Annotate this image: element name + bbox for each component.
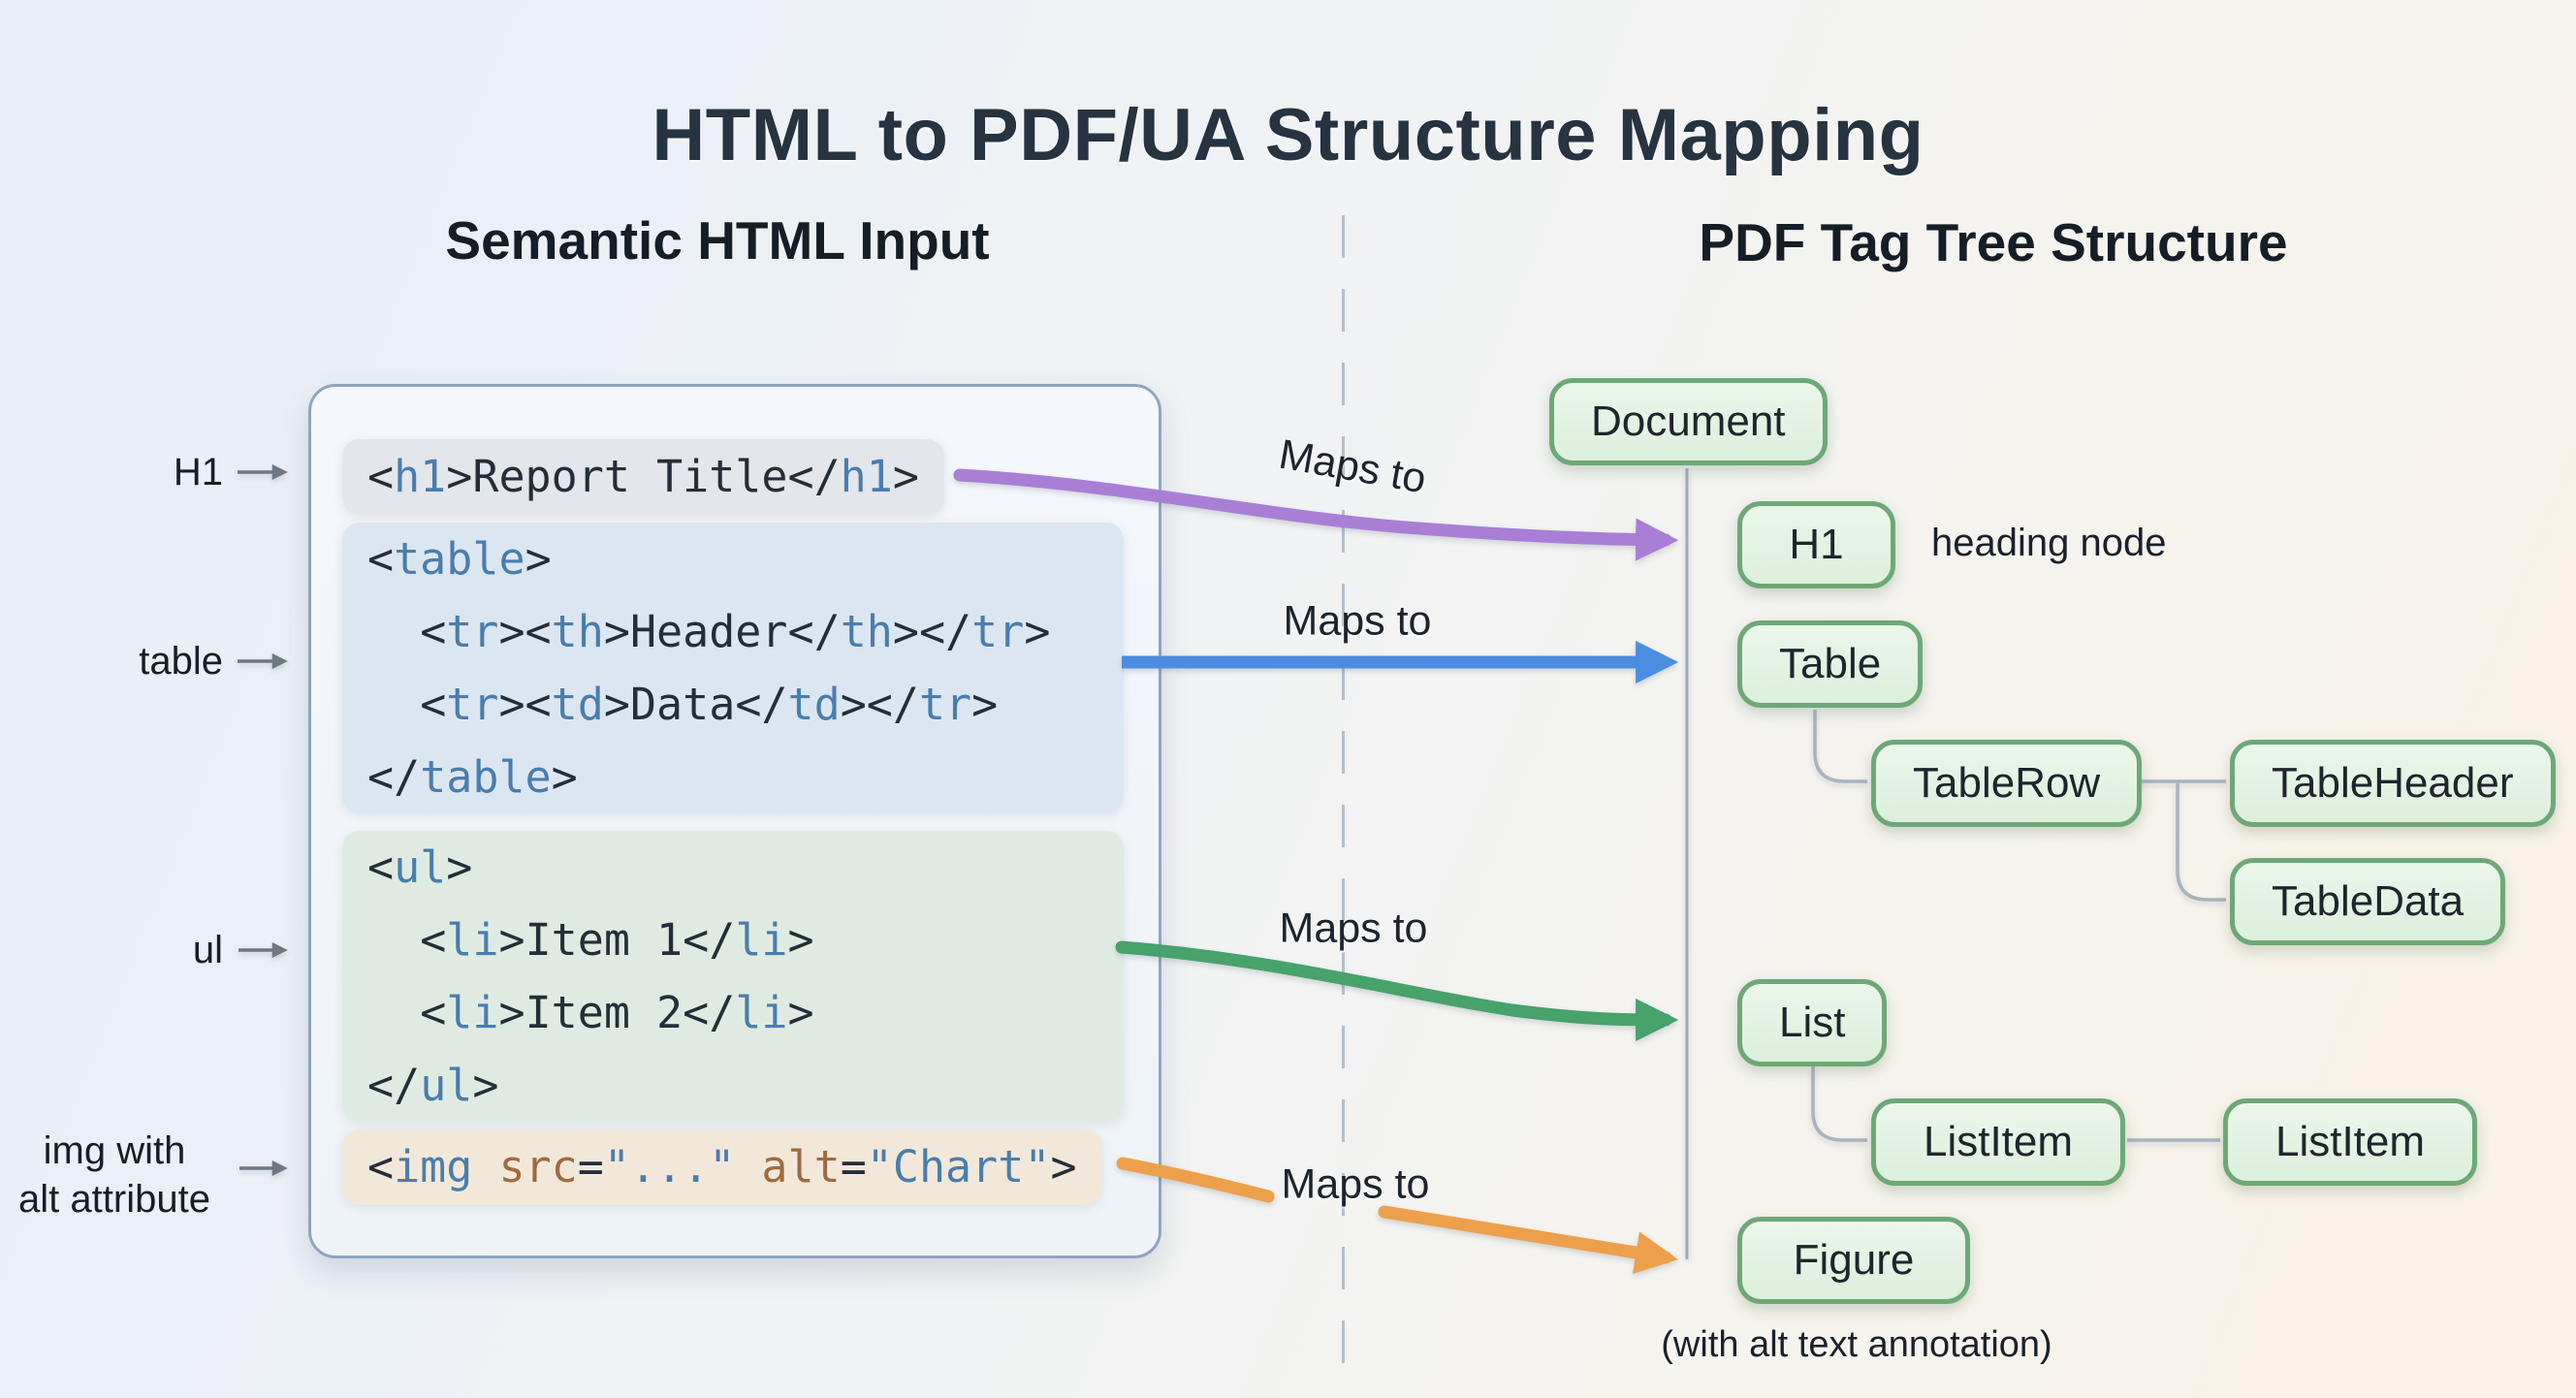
left-column-heading: Semantic HTML Input: [445, 210, 990, 270]
side-label-line: H1: [173, 451, 223, 493]
code-line: </table>: [367, 751, 578, 803]
tree-node-figure: Figure: [1737, 1217, 1970, 1304]
side-label-ul: ul: [0, 926, 223, 974]
figure-node-note: (with alt text annotation): [1661, 1324, 2052, 1365]
code-panel: <h1>Report Title</h1> <table> <tr><th>He…: [308, 384, 1161, 1258]
tree-node-listitem-2: ListItem: [2223, 1098, 2477, 1186]
side-label-table: table: [0, 637, 223, 685]
maps-to-label-table: Maps to: [1283, 597, 1432, 645]
maps-to-label-figure: Maps to: [1281, 1160, 1430, 1208]
right-column-heading: PDF Tag Tree Structure: [1699, 212, 2288, 272]
connector-tablerow-tabledata: [2176, 781, 2226, 902]
h1-node-note: heading node: [1931, 522, 2167, 564]
maps-to-label-list: Maps to: [1279, 905, 1428, 952]
tree-node-document: Document: [1549, 378, 1828, 465]
tree-node-tablerow: TableRow: [1871, 740, 2143, 827]
code-line: <h1>Report Title</h1>: [367, 451, 919, 502]
code-line: <img src="..." alt="Chart">: [367, 1141, 1077, 1192]
maps-arrow-figure: [1378, 1205, 1679, 1274]
code-line: <tr><th>Header</th></tr>: [420, 606, 1051, 657]
side-label-h1: H1: [0, 448, 223, 496]
code-line: <li>Item 1</li>: [420, 914, 814, 966]
side-label-line: table: [139, 640, 223, 683]
maps-arrow-h1: [953, 468, 1679, 561]
side-label-line: alt attribute: [18, 1178, 210, 1221]
side-label-line: img with: [43, 1129, 186, 1172]
code-block-table: <table> <tr><th>Header</th></tr> <tr><td…: [342, 523, 1124, 813]
side-label-line: ul: [192, 929, 223, 971]
tree-node-h1: H1: [1737, 501, 1895, 588]
code-line: <table>: [367, 533, 552, 585]
code-line: <li>Item 2</li>: [420, 987, 814, 1038]
code-line-h1: <h1>Report Title</h1>: [342, 439, 944, 515]
maps-arrow-list: [1115, 940, 1679, 1042]
code-block-ul: <ul> <li>Item 1</li> <li>Item 2</li> </ul…: [342, 831, 1124, 1122]
tree-node-list: List: [1737, 979, 1888, 1066]
code-line-img: <img src="..." alt="Chart">: [342, 1129, 1102, 1205]
tree-node-table: Table: [1737, 620, 1924, 708]
connector-list-listitem: [1811, 1066, 1867, 1142]
column-divider: [1342, 215, 1345, 1388]
tree-node-tabledata: TableData: [2230, 858, 2506, 945]
connector-table-tablerow: [1813, 710, 1867, 783]
tree-node-tableheader: TableHeader: [2230, 740, 2556, 827]
tree-node-listitem-1: ListItem: [1871, 1098, 2125, 1186]
code-line: </ul>: [367, 1060, 499, 1111]
page-title: HTML to PDF/UA Structure Mapping: [652, 94, 1924, 176]
maps-arrow-figure-start: [1116, 1157, 1275, 1203]
code-line: <tr><td>Data</td></tr>: [420, 679, 999, 730]
side-label-img: img with alt attribute: [0, 1127, 229, 1223]
code-line: <ul>: [367, 842, 473, 893]
